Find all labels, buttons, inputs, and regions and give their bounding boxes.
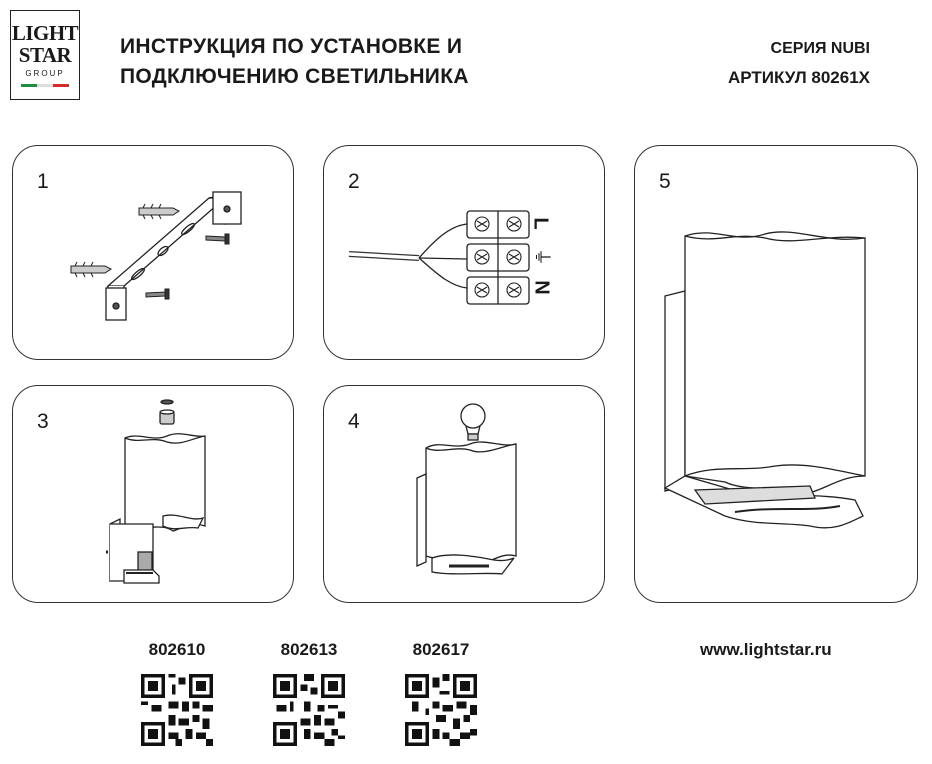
qr-block-802617: 802617 bbox=[402, 640, 480, 746]
article-number: АРТИКУЛ 80261X bbox=[728, 68, 870, 87]
assembled-lamp-illustration bbox=[663, 231, 866, 529]
terminal-label-neutral: N bbox=[530, 280, 553, 295]
step-3-panel: 3 bbox=[12, 385, 294, 603]
step-1-number: 1 bbox=[37, 170, 49, 193]
qr-block-802613: 802613 bbox=[270, 640, 348, 746]
shade-mounting-illustration bbox=[106, 399, 206, 584]
title-line-2: ПОДКЛЮЧЕНИЮ СВЕТИЛЬНИКА bbox=[120, 65, 469, 88]
logo-text-light: LIGHT bbox=[11, 21, 79, 45]
wall-dowel-bottom bbox=[70, 261, 112, 278]
product-info: СЕРИЯ NUBI АРТИКУЛ 80261X bbox=[728, 34, 870, 92]
step-5-number: 5 bbox=[659, 170, 671, 193]
terminal-block-illustration bbox=[348, 210, 530, 305]
step-3-number: 3 bbox=[37, 410, 49, 433]
step-1-panel: 1 bbox=[12, 145, 294, 360]
logo-text-star: STAR bbox=[18, 43, 72, 67]
article-code-3: 802617 bbox=[412, 640, 470, 659]
step-5-panel: 5 bbox=[634, 145, 918, 603]
article-code-2: 802613 bbox=[280, 640, 338, 659]
qr-code-icon[interactable] bbox=[273, 674, 345, 746]
qr-block-802610: 802610 bbox=[138, 640, 216, 746]
step-4-number: 4 bbox=[348, 410, 360, 433]
document-title: ИНСТРУКЦИЯ ПО УСТАНОВКЕ И ПОДКЛЮЧЕНИЮ СВ… bbox=[120, 32, 469, 92]
bracket-illustration bbox=[70, 191, 242, 321]
terminal-label-earth: ⏚ bbox=[532, 248, 552, 266]
terminal-label-live: L bbox=[529, 217, 552, 230]
screw-top bbox=[205, 233, 230, 245]
brand-logo: LIGHT STAR GROUP bbox=[10, 10, 80, 100]
terminal-block bbox=[466, 210, 530, 305]
series-name: СЕРИЯ NUBI bbox=[770, 40, 870, 57]
wall-dowel-top bbox=[138, 203, 180, 220]
bulb-installation-illustration bbox=[416, 403, 517, 575]
article-code-1: 802610 bbox=[148, 640, 206, 659]
step-4-panel: 4 bbox=[323, 385, 605, 603]
website-link[interactable]: www.lightstar.ru bbox=[700, 640, 832, 659]
step-2-number: 2 bbox=[348, 170, 360, 193]
italian-flag-stripe bbox=[21, 84, 69, 87]
qr-code-icon[interactable] bbox=[405, 674, 477, 746]
logo-text-group: GROUP bbox=[25, 69, 65, 78]
title-line-1: ИНСТРУКЦИЯ ПО УСТАНОВКЕ И bbox=[120, 35, 463, 58]
qr-code-icon[interactable] bbox=[141, 674, 213, 746]
step-2-panel: 2 L ⏚ N bbox=[323, 145, 605, 360]
light-bulb bbox=[460, 403, 486, 441]
screw-bottom bbox=[145, 288, 170, 300]
